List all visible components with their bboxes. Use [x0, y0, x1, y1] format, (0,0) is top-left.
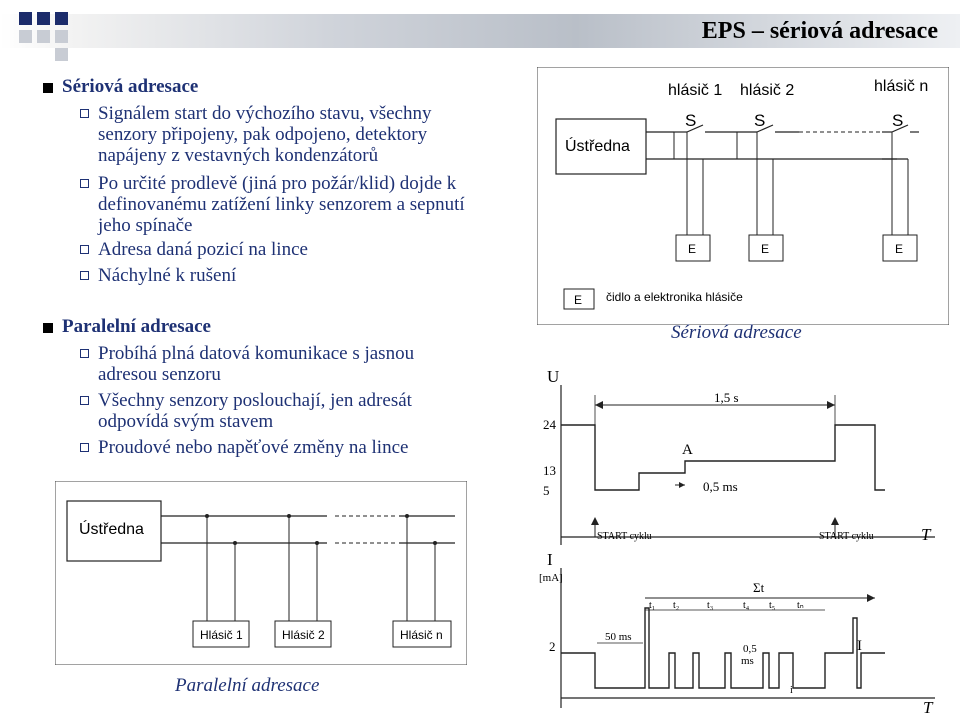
- t-label: tₙ: [797, 600, 804, 611]
- sub-bullet: [80, 349, 89, 358]
- voltage-waveform: [561, 424, 885, 491]
- t-label: t₂: [673, 600, 679, 611]
- sub-bullet: [80, 109, 89, 118]
- logo-square: [55, 12, 68, 25]
- switch-label: S: [754, 111, 765, 130]
- sub-bullet: [80, 443, 89, 452]
- sub-bullet: [80, 396, 89, 405]
- t-label: t₅: [769, 600, 775, 611]
- t-label: t₄: [743, 600, 750, 611]
- detector-label: hlásič n: [874, 78, 928, 95]
- detector-label: hlásič 1: [668, 82, 722, 99]
- point-a-label: A: [682, 442, 693, 458]
- unit-label: E: [574, 293, 582, 307]
- serial-diagram: Ústředna hlásič 1 S E hlásič 2 S E hlási…: [537, 67, 949, 325]
- level-label: 24: [543, 417, 557, 432]
- unit-label: E: [761, 242, 769, 256]
- header-bar: [0, 14, 960, 48]
- ms05-label: ms: [741, 655, 754, 667]
- logo-square: [37, 30, 50, 43]
- t-label: t₃: [707, 600, 713, 611]
- period-label: 1,5 s: [714, 390, 739, 405]
- x-axis-label: T: [923, 698, 934, 715]
- y-axis-label: I: [547, 550, 553, 569]
- detector-label: Hlásič 1: [200, 628, 243, 642]
- voltage-graph: U T 24 13 5 1,5 s A 0,5 ms START cyklu S…: [543, 367, 935, 545]
- parallel-diagram: Ústředna Hlásič 1 Hlásič 2 Hlásič n: [55, 481, 467, 665]
- bullet-text: Signálem start do výchozího stavu, všech…: [98, 103, 432, 166]
- current-waveform: [561, 607, 885, 689]
- bullet-square: [43, 83, 53, 93]
- i-mark-label: I: [857, 638, 862, 654]
- unit-label: E: [688, 242, 696, 256]
- detector-label: Hlásič n: [400, 628, 443, 642]
- start-label: START cyklu: [597, 531, 652, 542]
- x-axis-label: T: [921, 525, 932, 544]
- detector-label: hlásič 2: [740, 82, 794, 99]
- sub-bullet: [80, 271, 89, 280]
- current-graph: I [mA] T 2 Σt t₁ t₂ t₃ t₄ t₅ tₙ 50 ms 0,…: [539, 550, 935, 715]
- sub-bullet: [80, 245, 89, 254]
- sum-label: Σt: [753, 580, 765, 595]
- bullet-text: Proudové nebo napěťové změny na lince: [98, 437, 409, 458]
- logo-square: [55, 30, 68, 43]
- central-label: Ústředna: [79, 519, 144, 538]
- central-label: Ústředna: [565, 136, 630, 155]
- ms50-label: 50 ms: [605, 631, 632, 643]
- serial-caption: Sériová adresace: [671, 322, 802, 343]
- section-heading: Sériová adresace: [62, 76, 199, 97]
- start-label: START cyklu: [819, 531, 874, 542]
- detector-label: Hlásič 2: [282, 628, 325, 642]
- level-label: 2: [549, 639, 556, 654]
- bullet-text: Po určité prodlevě (jiná pro požár/klid)…: [98, 173, 465, 236]
- logo-square: [37, 12, 50, 25]
- bullet-text: Probíhá plná datová komunikace s jasnou …: [98, 343, 415, 385]
- i-small-label: i: [790, 685, 793, 696]
- sub-bullet: [80, 179, 89, 188]
- ms05-label: 0,5: [743, 643, 757, 655]
- level-label: 5: [543, 483, 550, 498]
- switch-label: S: [685, 111, 696, 130]
- logo-square: [55, 48, 68, 61]
- bullet-text: Všechny senzory poslouchají, jen adresát…: [98, 390, 412, 432]
- section-heading: Paralelní adresace: [62, 316, 211, 337]
- parallel-caption: Paralelní adresace: [175, 675, 320, 696]
- t-label: t₁: [649, 600, 655, 611]
- bullet-square: [43, 323, 53, 333]
- bullet-text: Adresa daná pozicí na lince: [98, 239, 308, 260]
- y-axis-label: U: [547, 367, 559, 386]
- level-label: 13: [543, 463, 556, 478]
- switch-label: S: [892, 111, 903, 130]
- logo-square: [19, 30, 32, 43]
- pulse-label: 0,5 ms: [703, 479, 738, 494]
- y-unit-label: [mA]: [539, 572, 563, 584]
- bullet-text: Náchylné k rušení: [98, 265, 237, 286]
- slide-title: EPS – sériová adresace: [701, 18, 938, 44]
- unit-label: E: [895, 242, 903, 256]
- logo-square: [19, 12, 32, 25]
- legend-label: čidlo a elektronika hlásiče: [606, 290, 743, 304]
